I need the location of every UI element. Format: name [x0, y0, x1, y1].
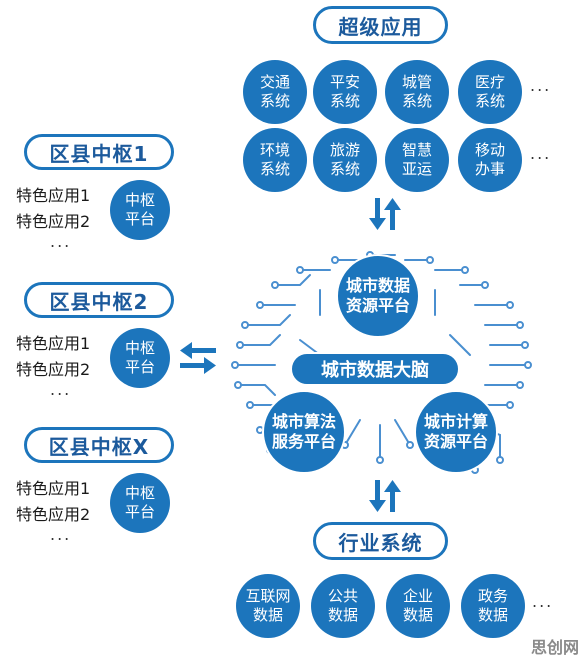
super-app-7: 智慧 亚运 [385, 128, 449, 192]
district-feature-app: 特色应用1 [16, 479, 91, 498]
district-feature-app: 特色应用2 [16, 360, 91, 379]
super-apps-ellipsis-2: ... [530, 144, 552, 163]
arrows-up-down-icon [369, 198, 401, 230]
district-hub-platform-3: 中枢 平台 [110, 473, 170, 533]
district-hub-title-1: 区县中枢1 [24, 134, 174, 170]
district-feature-app: 特色应用2 [16, 212, 91, 231]
district-hub-platform-2: 中枢 平台 [110, 328, 170, 388]
super-apps-ellipsis-1: ... [530, 76, 552, 95]
city-algorithm-service-platform: 城市算法 服务平台 [262, 390, 346, 474]
industry-ellipsis: ... [532, 592, 554, 611]
industry-data-2: 公共 数据 [311, 574, 375, 638]
arrows-up-down-bottom-icon [369, 480, 401, 512]
district-feature-app: 特色应用2 [16, 505, 91, 524]
district-ellipsis-1: ... [50, 232, 72, 251]
super-app-3: 城管 系统 [385, 60, 449, 124]
super-app-2: 平安 系统 [313, 60, 377, 124]
super-app-8: 移动 办事 [458, 128, 522, 192]
district-hub-platform-1: 中枢 平台 [110, 180, 170, 240]
district-feature-app: 特色应用1 [16, 186, 91, 205]
industry-data-1: 互联网 数据 [236, 574, 300, 638]
industry-data-4: 政务 数据 [461, 574, 525, 638]
district-hub-title-2: 区县中枢2 [24, 282, 174, 318]
super-app-4: 医疗 系统 [458, 60, 522, 124]
district-ellipsis-2: ... [50, 380, 72, 399]
district-hub-title-3: 区县中枢X [24, 427, 174, 463]
super-app-5: 环境 系统 [243, 128, 307, 192]
city-data-resource-platform: 城市数据 资源平台 [336, 254, 420, 338]
watermark: 思创网 [530, 638, 579, 657]
industry-data-3: 企业 数据 [386, 574, 450, 638]
arrows-left-right-icon [180, 342, 216, 374]
city-compute-resource-platform: 城市计算 资源平台 [414, 390, 498, 474]
super-app-6: 旅游 系统 [313, 128, 377, 192]
industry-systems-title: 行业系统 [313, 522, 448, 560]
district-ellipsis-3: ... [50, 525, 72, 544]
district-feature-app: 特色应用1 [16, 334, 91, 353]
super-app-1: 交通 系统 [243, 60, 307, 124]
city-data-brain-label: 城市数据大脑 [290, 352, 460, 386]
super-apps-title: 超级应用 [313, 6, 448, 44]
